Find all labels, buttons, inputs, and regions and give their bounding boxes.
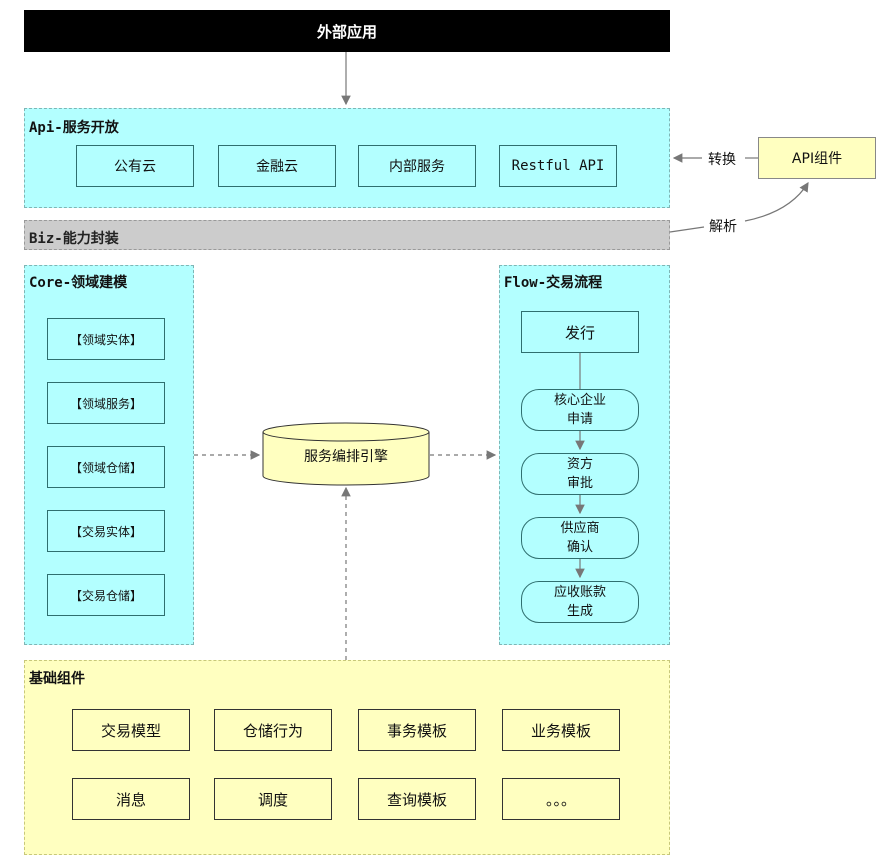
base-layer (24, 660, 670, 855)
convert-label: 转换 (708, 152, 736, 168)
base-item-business-template: 业务模板 (502, 709, 620, 751)
biz-layer-title: Biz-能力封装 (29, 231, 119, 247)
flow-start-issue: 发行 (521, 311, 639, 353)
external-app-label: 外部应用 (316, 22, 377, 41)
base-item-query-template: 查询模板 (358, 778, 476, 820)
flow-step-supplier-confirm: 供应商 确认 (521, 517, 639, 559)
api-item-public-cloud: 公有云 (76, 145, 194, 187)
base-item-more: 。。。 (502, 778, 620, 820)
api-component-box: API组件 (758, 137, 876, 179)
core-item-trade-repository: 【交易仓储】 (47, 574, 165, 616)
api-item-restful-api: Restful API (499, 145, 617, 187)
core-item-trade-entity: 【交易实体】 (47, 510, 165, 552)
biz-layer (24, 220, 670, 250)
external-app-bar: 外部应用 (24, 10, 670, 52)
base-item-schedule: 调度 (214, 778, 332, 820)
core-item-domain-repository: 【领域仓储】 (47, 446, 165, 488)
flow-step-core-apply: 核心企业 申请 (521, 389, 639, 431)
core-item-domain-entity: 【领域实体】 (47, 318, 165, 360)
base-item-trade-model: 交易模型 (72, 709, 190, 751)
engine-cylinder (262, 422, 430, 486)
api-layer-title: Api-服务开放 (29, 120, 119, 136)
flow-step-funder-approve: 资方 审批 (521, 453, 639, 495)
api-item-internal-service: 内部服务 (358, 145, 476, 187)
line-biz-to-parse (669, 226, 705, 233)
core-layer-title: Core-领域建模 (29, 275, 128, 291)
flow-layer-title: Flow-交易流程 (504, 275, 603, 291)
core-item-domain-service: 【领域服务】 (47, 382, 165, 424)
base-layer-title: 基础组件 (29, 671, 85, 687)
arrow-parse-to-apicomp (744, 181, 809, 222)
orchestration-engine-label: 服务编排引擎 (304, 449, 388, 465)
api-item-finance-cloud: 金融云 (218, 145, 336, 187)
base-item-message: 消息 (72, 778, 190, 820)
flow-step-receivable-generate: 应收账款 生成 (521, 581, 639, 623)
parse-label: 解析 (709, 219, 737, 235)
base-item-transaction-template: 事务模板 (358, 709, 476, 751)
base-item-repository-behavior: 仓储行为 (214, 709, 332, 751)
